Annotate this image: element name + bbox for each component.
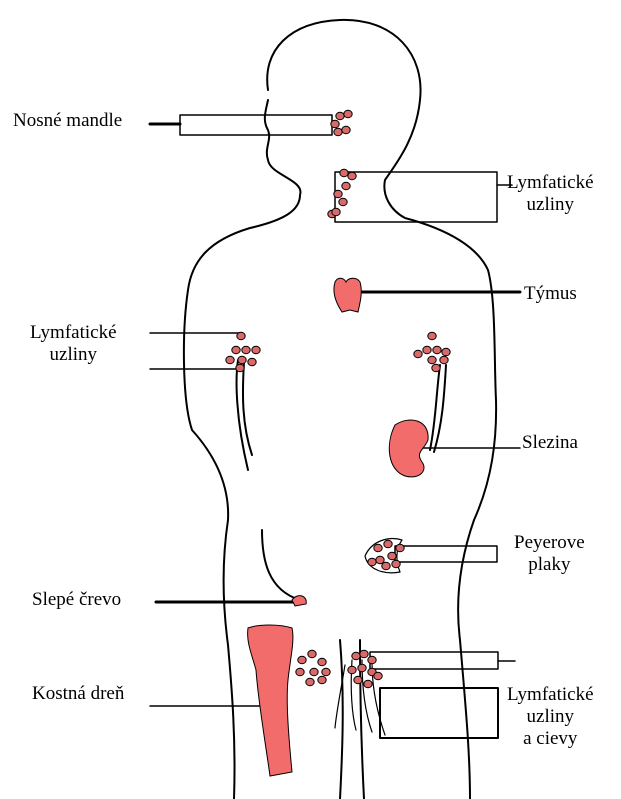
groin-node <box>306 678 314 686</box>
groin-node <box>308 650 316 658</box>
arm-nodes-label-line1: Lymfatické <box>30 322 117 344</box>
peyer-box <box>395 546 497 562</box>
groin-node <box>318 658 326 666</box>
arm-node-right <box>414 350 422 358</box>
arm-node-right <box>432 364 440 372</box>
neck-node <box>334 190 342 198</box>
arm-node-left <box>236 364 244 372</box>
left-arm-inner <box>237 360 248 470</box>
groin-node <box>310 668 318 676</box>
spleen-label: Slezina <box>522 432 578 454</box>
tonsils-label: Nosné mandle <box>13 110 122 132</box>
arm-nodes-label-line2: uzliny <box>30 344 117 366</box>
arm-node-left <box>248 358 256 366</box>
neck-nodes-box <box>335 172 497 222</box>
peyer-node <box>376 556 384 564</box>
arm-node-right <box>428 332 436 340</box>
peyer-node <box>388 552 396 560</box>
arm-node-right <box>442 348 450 356</box>
leg-node <box>348 666 356 674</box>
leg-node <box>358 664 366 672</box>
peyer-node <box>382 562 390 570</box>
leg-nodes-box <box>380 688 498 738</box>
leg-node <box>368 656 376 664</box>
peyer-node <box>396 544 404 552</box>
neck-nodes-label-line1: Lymfatické <box>507 172 594 194</box>
neck-node <box>342 182 350 190</box>
groin-node <box>296 668 304 676</box>
tonsil-node <box>336 112 344 120</box>
bone-marrow-organ <box>248 625 293 776</box>
tonsil-node <box>334 128 342 136</box>
leg-inner-left <box>340 640 343 799</box>
arm-node-right <box>433 346 441 354</box>
peyer-label: Peyerove plaky <box>514 532 585 576</box>
peyer-label-line2: plaky <box>514 554 585 576</box>
appendix-organ <box>292 596 306 606</box>
thymus-label: Týmus <box>524 283 577 305</box>
body-outline <box>184 20 496 799</box>
peyer-label-line1: Peyerove <box>514 532 585 554</box>
groin-node <box>322 668 330 676</box>
groin-node <box>318 676 326 684</box>
neck-node <box>340 169 348 177</box>
leg-node <box>352 652 360 660</box>
arm-node-left <box>232 346 240 354</box>
groin-node <box>298 656 306 664</box>
arm-node-right <box>440 356 448 364</box>
arm-node-left <box>242 346 250 354</box>
tonsils-box <box>180 115 332 135</box>
peyer-node <box>374 544 382 552</box>
leg-nodes-label-line1: Lymfatické <box>507 684 594 706</box>
neck-node <box>339 198 347 206</box>
arm-nodes-label: Lymfatické uzliny <box>30 322 117 366</box>
spleen-organ <box>389 420 428 477</box>
tonsil-node <box>331 120 339 128</box>
appendix-label: Slepé črevo <box>32 589 121 611</box>
hip-line <box>262 530 300 600</box>
leg-node <box>364 680 372 688</box>
tonsil-node <box>344 110 352 118</box>
arm-node-left <box>252 346 260 354</box>
peyer-node <box>392 560 400 568</box>
marrow-label: Kostná dreň <box>32 683 124 705</box>
leg-node <box>360 650 368 658</box>
left-arm-inner-2 <box>243 362 252 455</box>
leg-node <box>354 676 362 684</box>
arm-node-left <box>237 332 245 340</box>
peyer-node <box>384 540 392 548</box>
arm-node-left <box>226 356 234 364</box>
leg-nodes-label-line3: a cievy <box>507 728 594 750</box>
neck-node <box>348 172 356 180</box>
neck-nodes-label-line2: uzliny <box>507 194 594 216</box>
tonsil-node <box>342 126 350 134</box>
leg-nodes-top-box <box>370 652 498 669</box>
arm-node-left <box>238 356 246 364</box>
peyer-node <box>368 558 376 566</box>
leg-node <box>374 672 382 680</box>
leg-nodes-label-line2: uzliny <box>507 706 594 728</box>
thymus-organ <box>334 278 361 312</box>
neck-node <box>332 208 340 216</box>
arm-node-right <box>423 346 431 354</box>
leg-nodes-label: Lymfatické uzliny a cievy <box>507 684 594 750</box>
neck-nodes-label: Lymfatické uzliny <box>507 172 594 216</box>
arm-node-right <box>428 356 436 364</box>
